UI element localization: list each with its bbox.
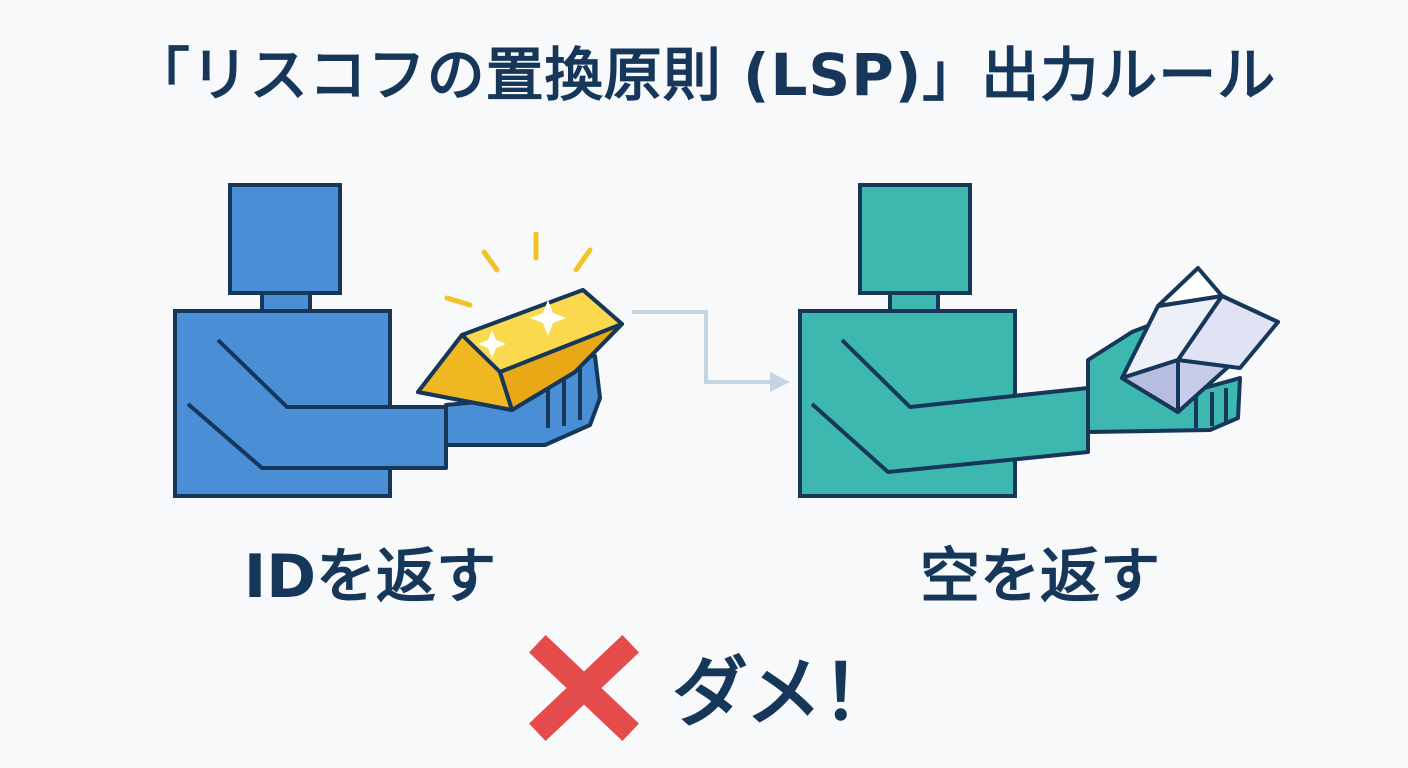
right-caption: 空を返す [920,542,1160,612]
shine-ray [481,249,500,273]
right-person-head [858,183,972,295]
verdict: ダメ！ [524,636,898,737]
empty-box-icon [1120,266,1280,414]
cross-mark-icon [529,635,639,741]
left-caption: IDを返す [243,542,497,612]
left-person-neck [260,291,312,313]
left-person-head [228,183,342,295]
gold-bar-icon [416,231,624,412]
page-title: 「リスコフの置換原則 (LSP)」出力ルール [131,41,1277,109]
substitution-arrow [632,310,790,392]
right-person-figure [798,183,1242,498]
sparkle-icon [530,300,566,336]
sparkle-icon [478,330,506,358]
shine-ray [444,295,473,308]
right-person-neck [888,291,940,313]
verdict-text: ダメ！ [672,648,898,737]
shine-ray [573,247,593,273]
